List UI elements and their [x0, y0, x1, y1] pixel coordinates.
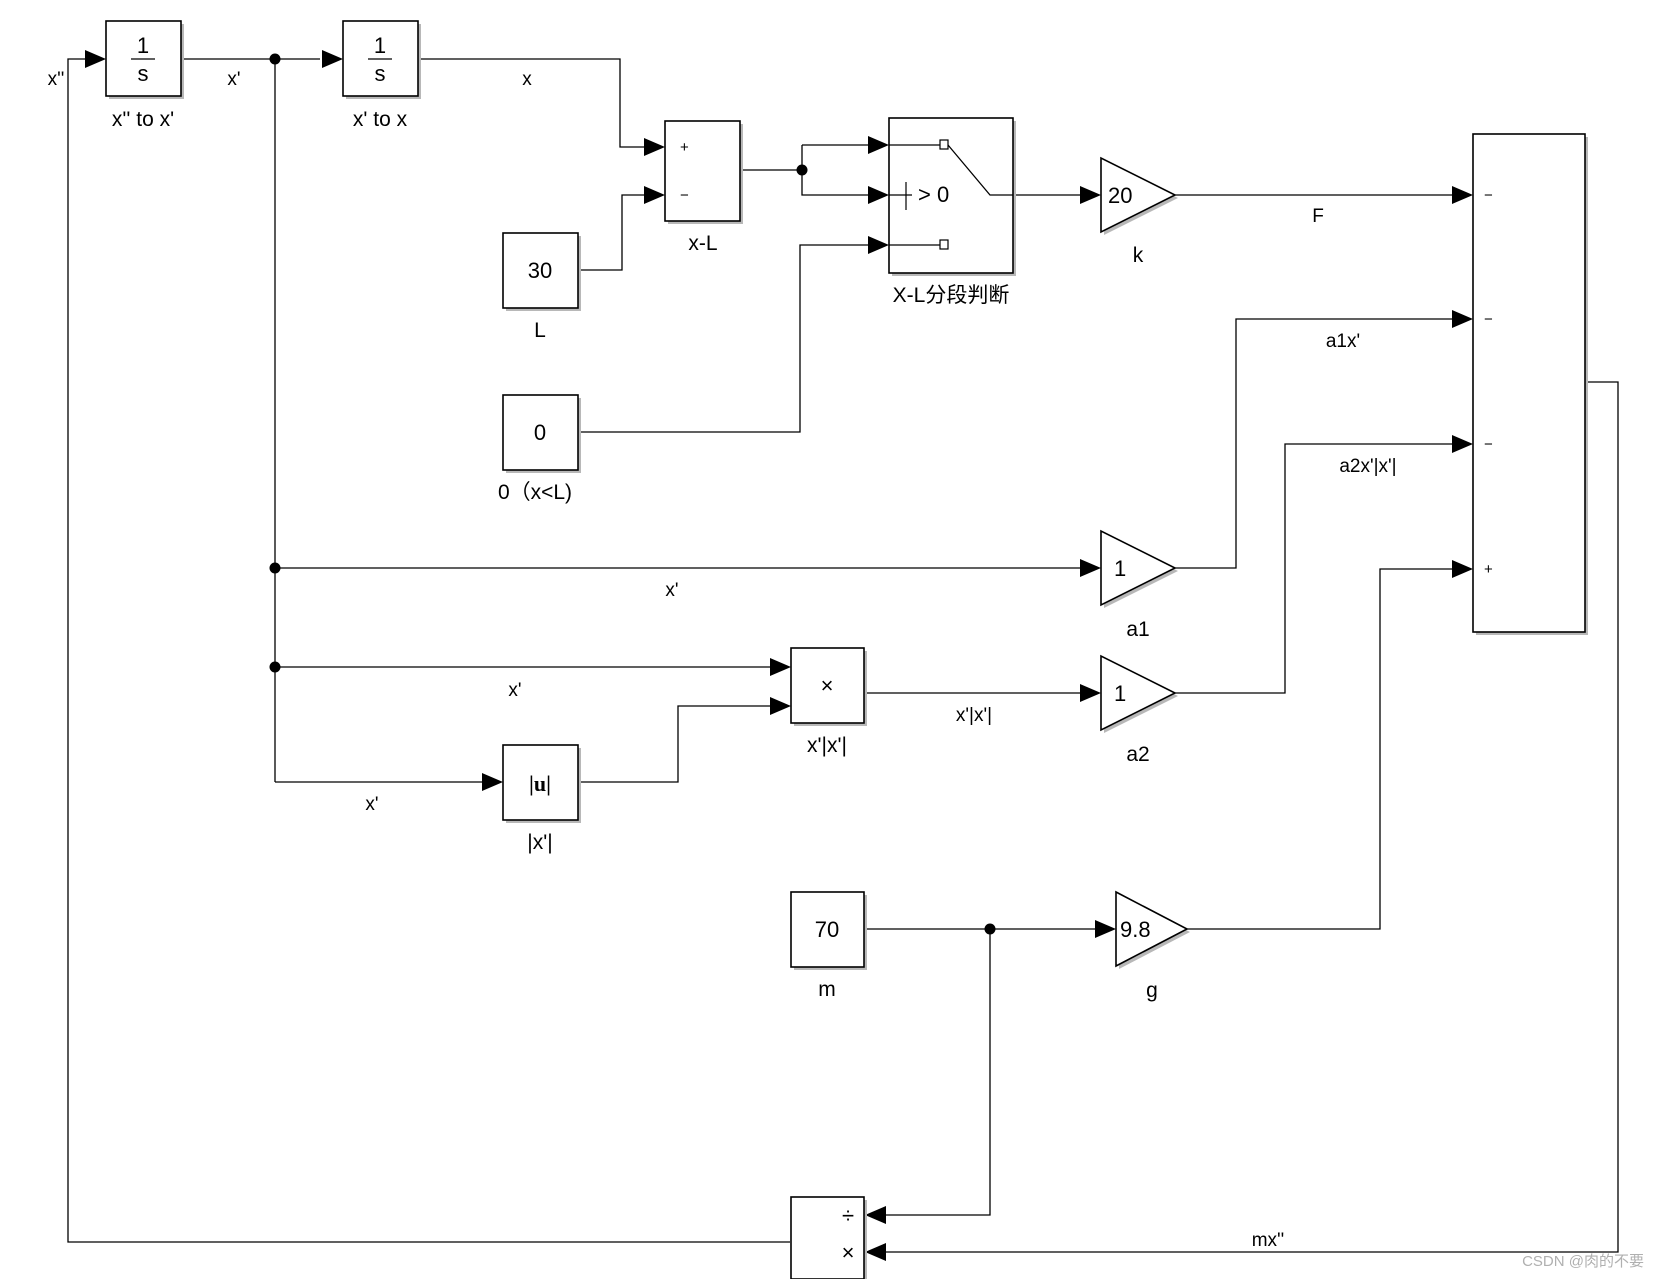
block-label: x' to x [353, 108, 408, 131]
signal-label-xd-abs: x' [365, 794, 378, 815]
divide-symbol: ÷ [842, 1203, 854, 1228]
integrator-numerator: 1 [137, 33, 149, 58]
block-label: 0（x<L) [498, 481, 572, 504]
constant-l-block[interactable]: 30 L [502, 232, 581, 342]
multiply-symbol: × [842, 1240, 855, 1265]
main-sum-block[interactable]: − − − + [1472, 133, 1588, 635]
sum-sign-minus: − [680, 187, 689, 204]
wire-mx[interactable] [870, 381, 1619, 1253]
gain-value: 9.8 [1120, 917, 1151, 942]
wire-xl-sw1[interactable] [801, 145, 870, 196]
constant-value: 70 [815, 917, 839, 942]
signal-label-xd: x' [227, 69, 240, 90]
block-label: x-L [688, 232, 717, 255]
divide-block[interactable]: ÷ × [790, 1196, 867, 1279]
switch-threshold: > 0 [918, 182, 949, 207]
integrator-numerator: 1 [374, 33, 386, 58]
integrator-denominator: s [138, 61, 149, 86]
signal-label-xd-prod: x' [508, 680, 521, 701]
signal-labels: x'' x' x F a1x' a2x'|x'| x' x' x' x'|x'|… [48, 69, 1397, 1251]
abs-symbol: |u| [529, 771, 551, 796]
gain-a1-block[interactable]: 1 a1 [1100, 529, 1178, 641]
wire-l[interactable] [578, 194, 652, 271]
wires [67, 58, 1619, 1253]
gain-value: 1 [1114, 556, 1126, 581]
wire-a1x[interactable] [1175, 318, 1462, 569]
block-label: X-L分段判断 [893, 284, 1010, 307]
wire-m-div[interactable] [870, 929, 991, 1216]
switch-block[interactable]: > 0 X-L分段判断 [888, 117, 1016, 307]
wire-xdd-feedback[interactable] [67, 58, 790, 1243]
block-label: m [818, 978, 836, 1001]
block-label: g [1146, 979, 1158, 1002]
signal-label-x: x [522, 69, 532, 90]
signal-label-a2x: a2x'|x'| [1339, 456, 1396, 477]
signal-label-mx: mx'' [1252, 1230, 1285, 1251]
product-block[interactable]: × x'|x'| [790, 647, 867, 757]
constant-value: 30 [528, 258, 552, 283]
block-label: x'|x'| [807, 734, 847, 757]
signal-label-a1x: a1x' [1326, 331, 1360, 352]
sum-sign-a2x: − [1484, 436, 1493, 453]
signal-label-xd-a1: x' [665, 580, 678, 601]
gain-g-block[interactable]: 9.8 g [1115, 890, 1190, 1002]
sum-sign-plus: + [680, 139, 689, 156]
block-label: L [534, 319, 546, 342]
constant-zero-block[interactable]: 0 0（x<L) [498, 394, 581, 504]
signal-label-xabs: x'|x'| [956, 705, 992, 726]
gain-k-block[interactable]: 20 k [1100, 156, 1178, 267]
sum-x-minus-l-block[interactable]: + − x-L [664, 120, 743, 255]
block-label: a1 [1126, 618, 1149, 641]
gain-value: 20 [1108, 183, 1132, 208]
gain-value: 1 [1114, 681, 1126, 706]
sum-sign-f: − [1484, 187, 1493, 204]
signal-label-xdd: x'' [48, 69, 65, 90]
wire-abs-prod[interactable] [578, 705, 772, 783]
sum-sign-a1x: − [1484, 311, 1493, 328]
block-label: x'' to x' [112, 108, 174, 131]
constant-value: 0 [534, 420, 546, 445]
block-label: k [1133, 244, 1144, 267]
gain-a2-block[interactable]: 1 a2 [1100, 654, 1178, 766]
abs-block[interactable]: |u| |x'| [502, 744, 581, 854]
integrator-denominator: s [375, 61, 386, 86]
wire-mg[interactable] [1187, 568, 1462, 930]
arrowheads [85, 50, 1473, 1261]
wire-a2x[interactable] [1175, 443, 1462, 694]
wire-zero[interactable] [578, 244, 870, 433]
sum-sign-mg: + [1484, 561, 1493, 578]
block-label: |x'| [527, 831, 552, 854]
constant-m-block[interactable]: 70 m [790, 891, 867, 1001]
signal-label-f: F [1312, 206, 1324, 227]
integrator-xd-to-x-block[interactable]: 1 s x' to x [342, 20, 421, 131]
product-symbol: × [821, 673, 834, 698]
wire-x[interactable] [418, 58, 652, 148]
integrator-xdd-to-xd-block[interactable]: 1 s x'' to x' [105, 20, 184, 131]
junctions [269, 53, 996, 935]
block-label: a2 [1126, 743, 1149, 766]
watermark: CSDN @肉的不要 [1522, 1253, 1644, 1270]
